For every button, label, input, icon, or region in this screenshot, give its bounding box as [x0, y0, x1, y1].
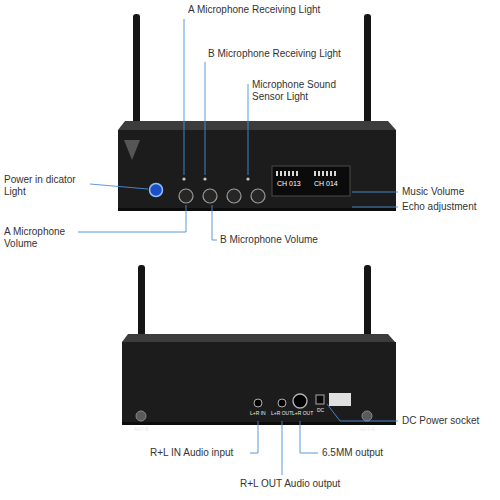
- antenna: [133, 14, 140, 126]
- housing-top: [122, 334, 395, 342]
- panel-marking: L+R OUT: [271, 410, 292, 416]
- leader-line: [327, 404, 398, 421]
- leader-line: [300, 421, 318, 453]
- leader-lines: [78, 19, 398, 240]
- display-text: CH 013: [277, 180, 301, 188]
- leader-line: [352, 192, 398, 193]
- rating-sticker: [329, 393, 351, 406]
- leader-line: [205, 62, 206, 175]
- leader-line: [78, 205, 186, 232]
- volume-knob: [227, 189, 241, 203]
- leader-line: [90, 184, 148, 189]
- housing-top: [118, 121, 396, 130]
- display: [272, 166, 350, 196]
- callout-label: A Microphone Volume: [4, 226, 76, 250]
- front-unit: [118, 14, 396, 211]
- housing-base: [122, 422, 396, 425]
- level-bars: [276, 171, 336, 176]
- callout-label: Microphone Sound Sensor Light: [252, 79, 352, 103]
- audio-jack: [278, 399, 286, 407]
- callout-label: Power in dicator Light: [4, 174, 88, 198]
- leader-line: [250, 421, 258, 453]
- callout-label: R+L IN Audio input: [150, 447, 233, 459]
- power-button: [150, 184, 163, 197]
- panel-marking: DC: [317, 407, 324, 413]
- panel-marking: L+R OUT: [292, 410, 313, 416]
- leader-line: [212, 205, 217, 240]
- callout-label: A Microphone Receiving Light: [188, 4, 320, 16]
- leader-line: [184, 19, 185, 175]
- volume-knob: [251, 189, 265, 203]
- callout-label: 6.5MM output: [322, 447, 383, 459]
- leader-line: [248, 84, 249, 175]
- dc-socket: [316, 395, 324, 404]
- housing-front: [118, 130, 396, 210]
- housing-base: [118, 208, 396, 211]
- callout-label: B Microphone Volume: [220, 234, 318, 246]
- indicator-light: [246, 177, 249, 180]
- indicator-light: [182, 177, 185, 180]
- callout-label: Echo adjustment: [402, 201, 477, 213]
- callout-label: R+L OUT Audio output: [240, 478, 340, 490]
- leader-line: [352, 207, 398, 208]
- housing-back: [122, 342, 396, 424]
- indicator-light: [203, 177, 206, 180]
- antenna-base: [136, 411, 146, 421]
- callout-label: DC Power socket: [402, 415, 479, 427]
- volume-knob: [203, 189, 217, 203]
- leader-lines: [250, 404, 398, 475]
- back-unit: [122, 265, 396, 425]
- leader-line: [282, 421, 283, 475]
- panel-marking: ANT-A: [360, 426, 375, 432]
- antenna-base: [362, 411, 372, 421]
- jack-6-5mm: [293, 394, 307, 408]
- panel-marking: L+R IN: [250, 410, 266, 416]
- audio-jack: [254, 399, 262, 407]
- logo: [124, 140, 140, 160]
- callout-label: B Microphone Receiving Light: [208, 48, 341, 60]
- callout-label: Music Volume: [402, 186, 464, 198]
- antenna: [364, 14, 371, 126]
- display-text: CH 014: [314, 180, 338, 188]
- volume-knob: [179, 189, 193, 203]
- panel-marking: ANT-B: [134, 426, 149, 432]
